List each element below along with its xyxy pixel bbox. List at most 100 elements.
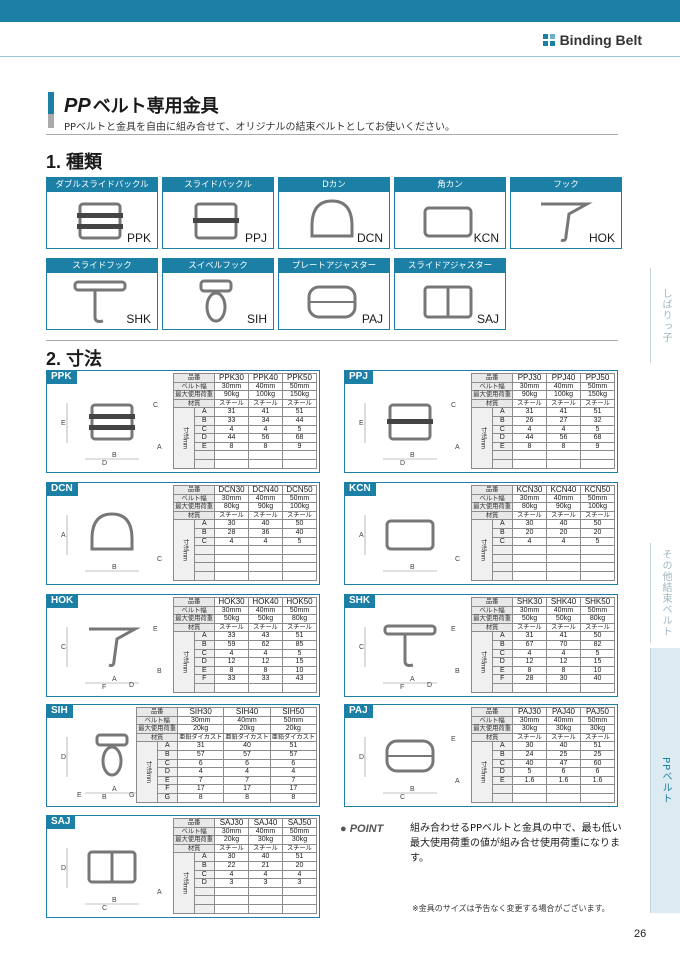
diagram-label: B [112,897,117,904]
spec-cell [546,458,581,469]
spec-dim-key [193,903,216,914]
type-card-code: SHK [126,312,151,326]
spec-cell: 5 [580,424,615,435]
spec-cell: 51 [269,741,318,751]
spec-cell [214,458,249,469]
ppj-product-icon [193,202,239,240]
spec-row-dimension [472,570,615,581]
spec-cell: 4 [546,648,581,659]
spec-cell: 90kg [214,390,249,400]
spec-cell: 51 [282,407,317,417]
spec-label: 品番 [173,818,215,828]
spec-cell: 6 [546,767,581,777]
diagram-label: E [77,792,82,799]
side-tab-pp-belt[interactable]: PPベルト [650,648,680,913]
spec-cell: 43 [248,631,283,641]
sih-diagram: ADCBFGE [61,733,162,801]
spec-cell [248,903,283,914]
type-card-name: フック [511,178,621,192]
spec-model: SAJ40 [248,818,283,828]
spec-cell: 50mm [580,493,615,504]
spec-cell: 17 [269,784,318,794]
spec-cell [512,458,547,469]
spec-cell: 33 [214,415,249,426]
spec-dim-key [491,458,514,469]
spec-cell: 100kg [282,502,317,512]
spec-cell: 3 [214,878,249,888]
spec-model: KCN30 [512,485,547,495]
spec-dim-key: C [193,536,216,547]
sih-product-icon [199,279,233,323]
spec-cell: 60 [580,758,615,769]
diagram-label: A [157,889,162,896]
dcn-diagram: BAC [61,512,162,572]
spec-cell: 50mm [580,381,615,392]
diagram-label: C [61,644,66,651]
spec-dim-key [193,570,216,581]
spec-cell: 33 [248,674,283,684]
spec-label: 最大使用荷重 [471,724,513,734]
panel-tag: SAJ [46,815,76,829]
spec-cell: 8 [512,665,547,676]
spec-cell [248,450,283,460]
spec-model: PPJ30 [512,373,547,383]
side-tabs: しばりっ子 その他結束ベルト PPベルト [650,268,680,913]
spec-cell: 30kg [580,724,615,734]
spec-label: 品番 [136,707,179,717]
side-tab-other-belts[interactable]: その他結束ベルト [650,543,680,643]
spec-cell: 30kg [546,724,581,734]
spec-cell [214,682,249,693]
spec-cell: 90kg [546,502,581,512]
diagram-label: B [102,794,107,801]
spec-dim-key: B [156,749,179,760]
type-card-code: PPK [126,231,151,245]
spec-cell [512,570,547,581]
spec-cell: 30 [512,741,547,751]
type-card-code: KCN [473,231,499,245]
panel-tag: PAJ [344,704,373,718]
kcn-product-icon [423,206,473,238]
spec-cell: 40 [282,527,317,538]
spec-cell: 20kg [214,835,249,845]
spec-row-dimension [472,458,615,469]
spec-cell [248,562,283,572]
spec-row-dimension [174,562,317,572]
spec-cell: 100kg [248,390,283,400]
spec-row-material: 材質スチールスチールスチール [471,622,615,633]
title-accent-bar-gray [48,114,54,128]
diagram-label: A [157,444,162,451]
spec-cell: 30 [512,519,547,529]
spec-cell: 41 [546,407,581,417]
side-tab-shibarikko[interactable]: しばりっ子 [650,268,680,363]
panel-tag: SIH [46,704,73,718]
spec-cell [580,450,615,460]
spec-cell: 40mm [546,493,581,504]
spec-cell: 20kg [223,724,271,734]
spec-label: 材質 [173,510,215,521]
type-card-name: スライドアジャスター [395,259,505,273]
spec-cell: 5 [282,536,317,547]
spec-cell [580,570,615,581]
